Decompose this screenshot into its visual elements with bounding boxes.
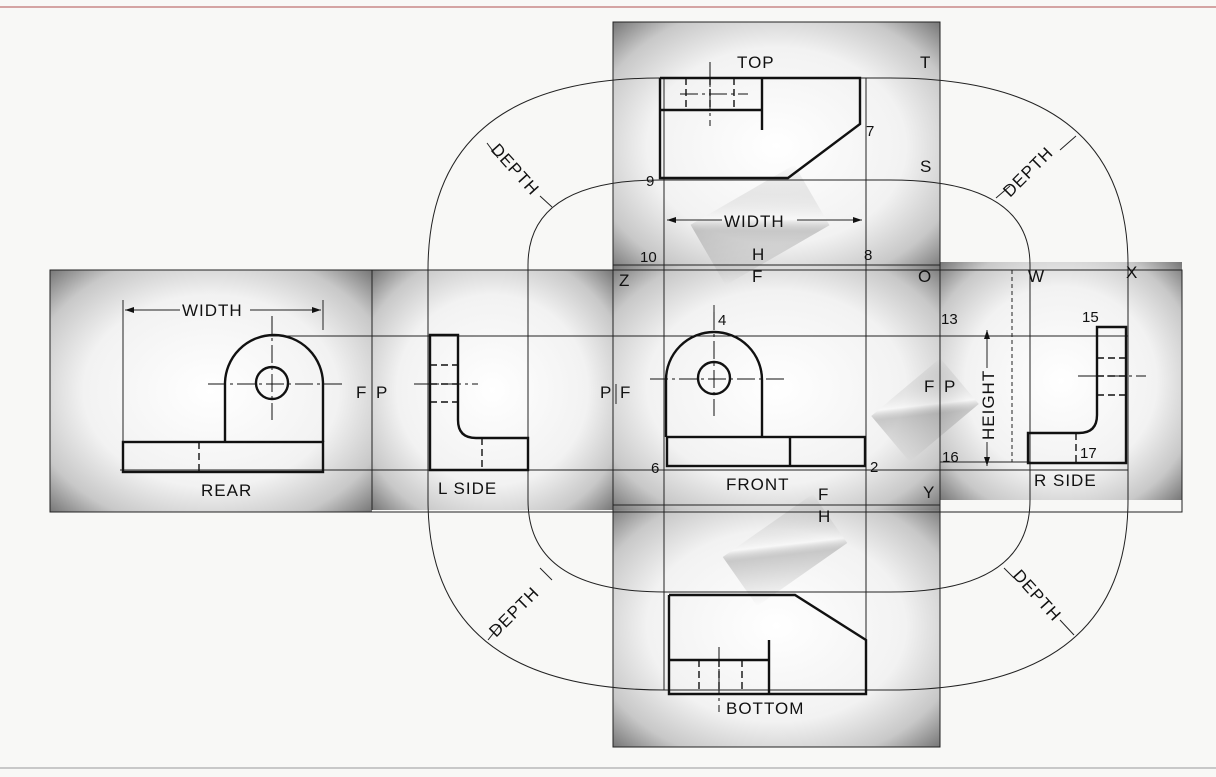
depth-label-top-left: DEPTH [487,140,543,199]
right-panel [940,262,1182,500]
hinge-f-rear: F [356,383,367,402]
glare-streak [871,358,979,462]
hinge-p-rear: P [376,383,388,402]
corner-t: T [920,53,931,72]
hinge-h-top: H [752,245,765,264]
hinge-p-right: P [944,377,956,396]
point-8: 8 [864,247,872,264]
point-4: 4 [718,312,726,329]
height-label: HEIGHT [979,370,998,440]
depth-label-bottom-left: DEPTH [485,583,543,641]
corner-z: Z [619,271,630,290]
glare-streak [690,164,830,286]
corner-y: Y [923,483,935,502]
corner-x: X [1126,263,1138,282]
hinge-f-left: F [620,383,631,402]
point-10: 10 [640,249,657,266]
point-15: 15 [1082,309,1099,326]
point-6: 6 [651,460,659,477]
hinge-f-bottom: F [818,485,829,504]
hinge-p-left: P [600,383,612,402]
left-side-view [414,333,530,472]
hinge-f-right: F [924,377,935,396]
point-9: 9 [646,173,654,190]
bottom-label: BOTTOM [726,699,804,718]
point-17: 17 [1080,445,1097,462]
revolution-arcs [427,77,1129,691]
point-13: 13 [941,311,958,328]
corner-s: S [920,157,932,176]
left-side-label: L SIDE [438,479,497,498]
corner-o: O [918,267,932,286]
top-label: TOP [737,53,775,72]
bottom-view [667,593,868,712]
hinge-f-top: F [752,267,763,286]
glare-streak [722,493,848,607]
point-16: 16 [942,449,959,466]
rear-label: REAR [201,481,252,500]
right-side-view [1026,325,1146,465]
front-label: FRONT [726,475,790,494]
width-label-rear: WIDTH [182,301,243,320]
rear-view [121,300,346,474]
top-view [658,62,862,180]
front-panel [613,265,940,510]
point-7: 7 [866,123,874,140]
corner-w: W [1028,267,1045,286]
depth-label-bottom-right: DEPTH [1009,566,1065,625]
depth-label-top-right: DEPTH [999,143,1057,201]
point-2: 2 [870,459,878,476]
hinge-h-bottom: H [818,507,831,526]
front-view [650,312,867,468]
right-side-label: R SIDE [1034,471,1097,490]
width-label-top: WIDTH [724,212,785,231]
dimension-arrows [125,135,1077,641]
left-panel [372,270,613,510]
